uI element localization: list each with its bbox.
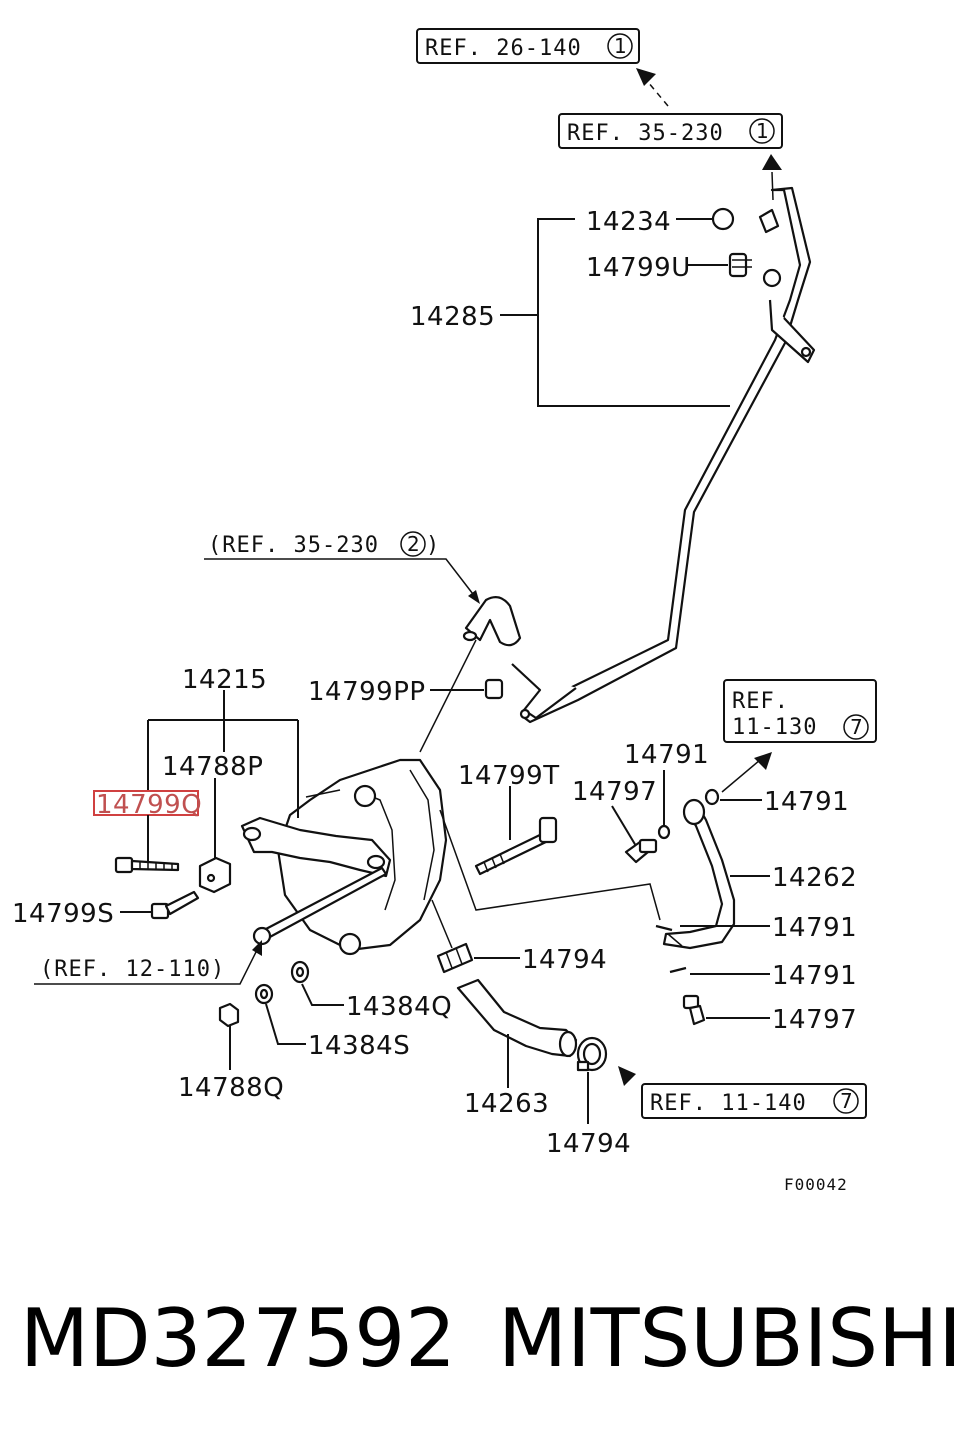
oring bbox=[657, 824, 671, 840]
arrow-icon bbox=[618, 1066, 636, 1086]
figure-code: F00042 bbox=[784, 1175, 848, 1194]
footer-part-number: MD327592 bbox=[20, 1292, 456, 1385]
bolt-14799PP bbox=[484, 678, 504, 700]
diagram-text: ) bbox=[426, 533, 440, 558]
leader-line bbox=[771, 171, 774, 201]
washer-14384S bbox=[254, 983, 274, 1005]
label-14799T: 14799T bbox=[458, 761, 560, 791]
banjo-bolt-14797-b bbox=[682, 994, 706, 1026]
label-14791-d: 14791 bbox=[772, 961, 857, 991]
diagram-text: 1 bbox=[756, 119, 769, 143]
hose-upper bbox=[462, 595, 522, 647]
arrow-icon bbox=[754, 752, 772, 770]
bracket-14285 bbox=[537, 218, 730, 407]
long-bolt bbox=[252, 866, 388, 946]
label-14799U: 14799U bbox=[586, 253, 691, 283]
label-14384S: 14384S bbox=[308, 1031, 410, 1061]
ref-35-230-2: (REF. 35-230 2 ) bbox=[204, 531, 480, 604]
pump-bracket bbox=[240, 816, 392, 878]
washer-14384Q bbox=[290, 960, 310, 984]
diagram-text: REF. bbox=[732, 689, 789, 714]
pipe-14262 bbox=[662, 798, 736, 950]
nut-14788P bbox=[198, 856, 232, 894]
label-14285: 14285 bbox=[410, 302, 495, 332]
label-14215: 14215 bbox=[182, 665, 267, 695]
diagram-text: 7 bbox=[840, 1089, 853, 1113]
bolt-14799T bbox=[474, 816, 558, 876]
label-14234: 14234 bbox=[586, 207, 671, 237]
banjo-bolt-14797 bbox=[624, 838, 658, 864]
diagram-text: 11-130 bbox=[732, 715, 817, 740]
label-14797-b: 14797 bbox=[772, 1005, 857, 1035]
highlight-box bbox=[93, 790, 199, 816]
diagram-text: REF. 35-230 bbox=[567, 121, 724, 146]
label-14791-b: 14791 bbox=[764, 787, 849, 817]
diagram-text: 7 bbox=[850, 715, 863, 739]
oring bbox=[704, 788, 720, 806]
nut-14788Q bbox=[218, 1002, 240, 1028]
label-14791-a: 14791 bbox=[624, 740, 709, 770]
bolt-14799U bbox=[728, 252, 752, 278]
leader-line bbox=[419, 639, 477, 753]
arrow-icon bbox=[636, 68, 656, 86]
label-14788Q: 14788Q bbox=[178, 1073, 284, 1103]
ref-box-35-230-1: REF. 35-230 1 bbox=[558, 113, 783, 149]
label-14263: 14263 bbox=[464, 1089, 549, 1119]
ref-box-11-140: REF. 11-140 7 bbox=[641, 1083, 867, 1119]
footer-brand: MITSUBISHI bbox=[498, 1292, 960, 1385]
pipe-14285 bbox=[511, 186, 816, 724]
label-14794-a: 14794 bbox=[522, 945, 607, 975]
diagram-text: 2 bbox=[407, 532, 420, 556]
label-14262: 14262 bbox=[772, 863, 857, 893]
ref-box-11-130: REF. 11-130 7 bbox=[723, 679, 877, 743]
ref-box-26-140: REF. 26-140 1 bbox=[416, 28, 640, 64]
label-14794-b: 14794 bbox=[546, 1129, 631, 1159]
bolt-14799S bbox=[150, 890, 200, 920]
diagram-text: 1 bbox=[614, 34, 627, 58]
diagram-text: (REF. 35-230 bbox=[208, 533, 379, 558]
clamp-14794 bbox=[576, 1036, 608, 1072]
diagram-text: REF. 26-140 bbox=[425, 36, 582, 61]
label-14799S: 14799S bbox=[12, 899, 114, 929]
ref-12-110: (REF. 12-110) bbox=[40, 957, 225, 982]
diagram-text: REF. 11-140 bbox=[650, 1091, 807, 1116]
label-14799PP: 14799PP bbox=[308, 677, 426, 707]
dashed-leader bbox=[647, 81, 669, 107]
label-14791-c: 14791 bbox=[772, 913, 857, 943]
label-14797-a: 14797 bbox=[572, 777, 657, 807]
label-14799Q: 14799Q bbox=[96, 790, 202, 820]
label-14384Q: 14384Q bbox=[346, 992, 452, 1022]
cap-14234 bbox=[711, 207, 735, 231]
arrow-icon bbox=[762, 154, 782, 170]
label-14788P: 14788P bbox=[162, 752, 263, 782]
hose-14263 bbox=[456, 978, 578, 1058]
pipe-end bbox=[758, 208, 780, 234]
grommet-14794 bbox=[436, 942, 474, 974]
bolt-14799Q bbox=[114, 856, 180, 874]
